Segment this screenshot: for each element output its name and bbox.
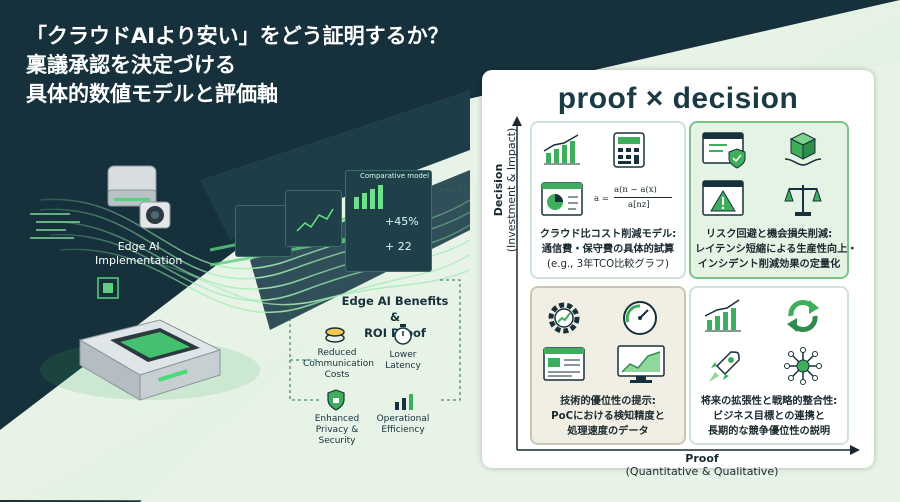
device-label-line-1: Edge AI <box>117 240 160 253</box>
bar-chart-icon <box>395 394 413 410</box>
benefit-3-line-2: Privacy & <box>315 425 359 435</box>
benefit-4: Operational Efficiency <box>370 414 436 436</box>
q1-line-3: (e.g., 3年TCO比較グラフ) <box>547 259 669 270</box>
coins-icon <box>325 327 345 343</box>
q3-line-2: PoCにおける検知精度と <box>551 411 665 422</box>
benefit-4-line-1: Operational <box>376 414 430 424</box>
gear-chart-icon <box>548 302 580 334</box>
scales-icon <box>784 185 822 216</box>
card-line-chart-icon <box>296 208 334 232</box>
benefit-3: Enhanced Privacy & Security <box>303 414 371 447</box>
benefits-title-line-1: Edge AI Benefits & <box>341 294 449 324</box>
benefit-2-line-2: Latency <box>385 361 421 371</box>
q2-line-1: リスク回避と機会損失削減: <box>705 229 833 240</box>
camera-icon <box>107 165 171 229</box>
quadrant-bottom-left-text: 技術的優位性の提示: PoCにおける検知精度と 処理速度のデータ <box>536 394 680 439</box>
formula-bottom: a[nz] <box>628 200 650 210</box>
headline-line-1: 「クラウドAIより安い」をどう証明するか？ <box>26 24 449 48</box>
calculator-icon <box>613 132 645 168</box>
quadrant-top-left-text: クラウド比コスト削減モデル: 通信費・保守費の具体的試算 (e.g., 3年TC… <box>536 227 680 272</box>
quadrant-top-left: a = a(n − a(x) a[nz] クラウド比コスト削減モデル: 通信費・… <box>530 121 686 279</box>
code-window <box>30 213 80 239</box>
cube-hands-icon <box>784 132 822 166</box>
matrix-axes <box>512 116 860 455</box>
pie-report-icon <box>541 182 583 216</box>
y-axis-label: Decision (Investment & Impact) <box>492 100 518 280</box>
shield-lock-icon <box>327 389 345 411</box>
card-caption: Comparative model <box>360 172 430 180</box>
stopwatch-icon <box>394 324 412 345</box>
card-bar-chart-icon <box>354 185 383 209</box>
benefit-1-line-1: Reduced <box>317 348 357 358</box>
q2-line-2: レイテンシ短縮による生産性向上・ <box>695 244 858 255</box>
dashboard-shield-icon <box>702 132 746 169</box>
edge-box-icon <box>78 319 222 401</box>
warning-icon <box>702 180 744 216</box>
monitor-chart-icon <box>617 345 665 383</box>
headline-line-2: 稟議承認を決定づける <box>26 53 236 77</box>
rocket-icon <box>709 351 740 382</box>
formula-left: a = <box>594 194 609 204</box>
growth-chart-icon <box>704 299 741 332</box>
x-axis-line-2: (Quantitative & Qualitative) <box>625 465 779 478</box>
quadrant-bottom-left: 技術的優位性の提示: PoCにおける検知精度と 処理速度のデータ <box>530 286 686 445</box>
q4-line-2: ビジネス目標との連携と <box>713 411 825 422</box>
benefit-2-line-1: Lower <box>389 350 417 360</box>
device-label-line-2: Implementation <box>95 254 183 267</box>
report-window-icon <box>543 347 585 381</box>
formula-top: a(n − a(x) <box>614 185 657 195</box>
benefit-4-line-2: Efficiency <box>381 425 425 435</box>
headline: 「クラウドAIより安い」をどう証明するか？ 稟議承認を決定づける 具体的数値モデ… <box>26 22 449 109</box>
benefit-3-line-1: Enhanced <box>314 414 360 424</box>
panel-title: proof × decision <box>557 82 799 115</box>
x-axis-label: Proof (Quantitative & Qualitative) <box>602 452 802 478</box>
floating-card-2 <box>285 190 342 247</box>
proof-decision-panel: proof × decision Decision (Investment & … <box>482 70 874 478</box>
benefit-1-line-3: Costs <box>324 370 350 380</box>
cycle-arrows-icon <box>787 300 819 332</box>
quadrant-bottom-right-text: 将来の拡張性と戦略的整合性: ビジネス目標との連携と 長期的な競争優位性の説明 <box>695 394 843 439</box>
q2-line-3: インシデント削減効果の定量化 <box>697 259 841 270</box>
quadrant-top-right: リスク回避と機会損失削減: レイテンシ短縮による生産性向上・ インシデント削減効… <box>689 121 858 279</box>
q3-line-3: 処理速度のデータ <box>567 426 649 437</box>
card-value: + 22 <box>385 240 412 253</box>
q1-line-1: クラウド比コスト削減モデル: <box>539 229 677 240</box>
x-axis-line-1: Proof <box>685 452 719 465</box>
y-axis-line-1: Decision <box>492 163 505 217</box>
q1-line-2: 通信費・保守費の具体的試算 <box>541 244 675 255</box>
benefit-3-line-3: Security <box>318 436 356 446</box>
y-axis-line-2: (Investment & Impact) <box>505 127 518 253</box>
q4-line-1: 将来の拡張性と戦略的整合性: <box>700 396 838 407</box>
formula-bar <box>614 197 672 198</box>
benefit-1-line-2: Communication <box>303 359 374 369</box>
q3-line-1: 技術的優位性の提示: <box>560 396 656 407</box>
quadrant-bottom-right: 将来の拡張性と戦略的整合性: ビジネス目標との連携と 長期的な競争優位性の説明 <box>689 286 849 445</box>
chip-icon <box>97 277 119 299</box>
floating-card-1 <box>235 205 292 257</box>
headline-line-3: 具体的数値モデルと評価軸 <box>26 82 278 106</box>
card-percent: +45% <box>385 215 419 228</box>
floating-card-3 <box>345 170 432 272</box>
gauge-icon <box>623 301 657 335</box>
network-icon <box>784 347 822 385</box>
line-chart-icon <box>543 134 580 165</box>
q4-line-3: 長期的な競争優位性の説明 <box>707 426 831 437</box>
benefit-1: Reduced Communication Costs <box>303 348 374 381</box>
quadrant-top-right-text: リスク回避と機会損失削減: レイテンシ短縮による生産性向上・ インシデント削減効… <box>695 227 858 272</box>
benefit-2: Lower Latency <box>370 350 436 372</box>
device-label: Edge AI Implementation <box>95 240 182 268</box>
